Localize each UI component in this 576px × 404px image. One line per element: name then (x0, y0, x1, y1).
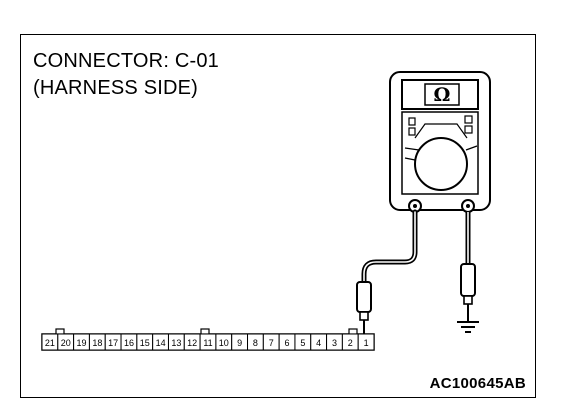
connector-pin-label: 10 (219, 338, 229, 348)
connector-pin-label: 7 (269, 338, 274, 348)
connector-key (348, 328, 358, 335)
connector-id-label: CONNECTOR: C-01 (33, 50, 219, 72)
probe-handle (356, 281, 372, 313)
connector-pin-cell (357, 333, 375, 351)
connector-pin-label: 8 (253, 338, 258, 348)
connector-pin-label: 15 (140, 338, 150, 348)
connector-title: CONNECTOR: C-01 (HARNESS SIDE) (33, 48, 219, 102)
probe-lead-left (356, 209, 418, 340)
connector-pin-label: 12 (187, 338, 197, 348)
connector-lock (200, 328, 210, 335)
range-button-icon (408, 117, 416, 126)
ohm-window (424, 83, 460, 106)
connector-pin-label: 17 (108, 338, 118, 348)
ground-icon (457, 321, 479, 333)
connector-pin-label: 13 (171, 338, 181, 348)
connector-pin-label: 1 (364, 338, 369, 348)
connector-pin-label: 20 (61, 338, 71, 348)
connector-pin-label: 14 (156, 338, 166, 348)
dial-mark (465, 145, 478, 151)
range-button-icon (408, 127, 416, 136)
ohm-symbol: Ω (434, 84, 451, 106)
probe-lead-right (457, 212, 479, 333)
connector-pin-label: 2 (348, 338, 353, 348)
connector-pin-label: 21 (45, 338, 55, 348)
connector-pin-label: 16 (124, 338, 134, 348)
multimeter: Ω (389, 71, 491, 213)
figure-frame (20, 34, 536, 398)
connector-pin-label: 4 (316, 338, 321, 348)
connector-pin-label: 9 (237, 338, 242, 348)
connector-key (55, 328, 65, 335)
figure-code: AC100645AB (429, 375, 526, 392)
selector-dial (414, 137, 468, 191)
connector-pin-label: 19 (77, 338, 87, 348)
connector-pin-label: 18 (92, 338, 102, 348)
harness-side-label: (HARNESS SIDE) (33, 77, 199, 99)
range-button-icon (464, 125, 473, 134)
connector-pin-label: 3 (332, 338, 337, 348)
range-button-icon (464, 115, 473, 124)
dial-mark (404, 147, 420, 151)
connector-pin-label: 11 (203, 338, 212, 348)
dial-mark (404, 157, 416, 161)
probe-handle (460, 263, 476, 297)
connector-pin-label: 6 (285, 338, 290, 348)
connector-pin-label: 5 (300, 338, 305, 348)
dial-arc-marks (414, 123, 468, 139)
lead-wire (361, 209, 418, 287)
